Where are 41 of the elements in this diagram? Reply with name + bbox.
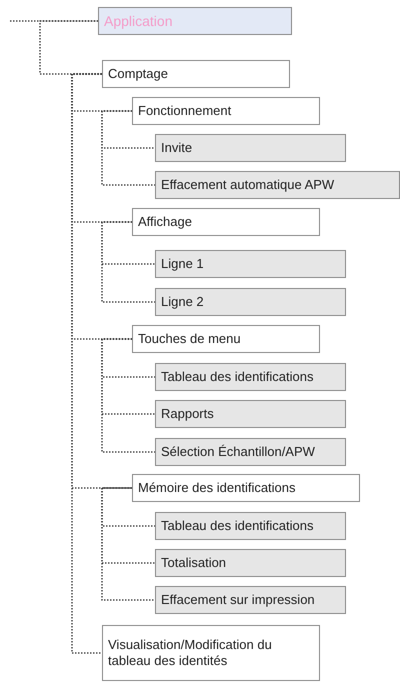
menu-item-box xyxy=(102,625,320,681)
menu-item-label: Affichage xyxy=(138,214,192,230)
menu-item-box xyxy=(155,586,346,614)
menu-item-box xyxy=(155,549,346,577)
menu-item-box xyxy=(155,512,346,540)
menu-item-box xyxy=(155,438,346,466)
menu-item-box xyxy=(102,60,290,88)
connector-line xyxy=(101,110,155,186)
menu-item-label: Effacement sur impression xyxy=(161,592,315,608)
menu-item-label: Ligne 2 xyxy=(161,294,204,310)
menu-item-box xyxy=(132,325,320,353)
connector-line xyxy=(101,487,155,601)
menu-item-label: Fonctionnement xyxy=(138,103,232,119)
menu-item-label: Totalisation xyxy=(161,555,226,571)
menu-item-box xyxy=(155,400,346,428)
menu-item-label: Tableau des identifications xyxy=(161,518,314,534)
menu-item-label: Effacement automatique APW xyxy=(161,177,334,193)
menu-item-box xyxy=(155,171,400,199)
connector-line xyxy=(71,73,102,654)
connector-line xyxy=(39,20,102,75)
menu-item-label: Sélection Échantillon/APW xyxy=(161,444,315,460)
menu-item-box xyxy=(155,134,346,162)
connector-line xyxy=(101,221,155,303)
menu-item-label: Ligne 1 xyxy=(161,256,204,272)
menu-item-label: Invite xyxy=(161,140,192,156)
connector-line xyxy=(101,338,155,453)
menu-item-label: Visualisation/Modification du tableau des identités xyxy=(108,637,273,669)
menu-item-box xyxy=(98,7,292,35)
menu-item-box xyxy=(155,250,346,278)
menu-item-label: Application xyxy=(104,13,172,29)
menu-item-box xyxy=(155,363,346,391)
menu-item-label: Rapports xyxy=(161,406,214,422)
menu-item-label: Comptage xyxy=(108,66,168,82)
menu-item-label: Touches de menu xyxy=(138,331,241,347)
menu-item-box xyxy=(132,208,320,236)
menu-item-box xyxy=(155,288,346,316)
menu-item-box xyxy=(132,97,320,125)
menu-item-label: Mémoire des identifications xyxy=(138,480,296,496)
menu-item-box xyxy=(132,474,360,502)
menu-item-label: Tableau des identifications xyxy=(161,369,314,385)
connector-line xyxy=(10,20,98,22)
